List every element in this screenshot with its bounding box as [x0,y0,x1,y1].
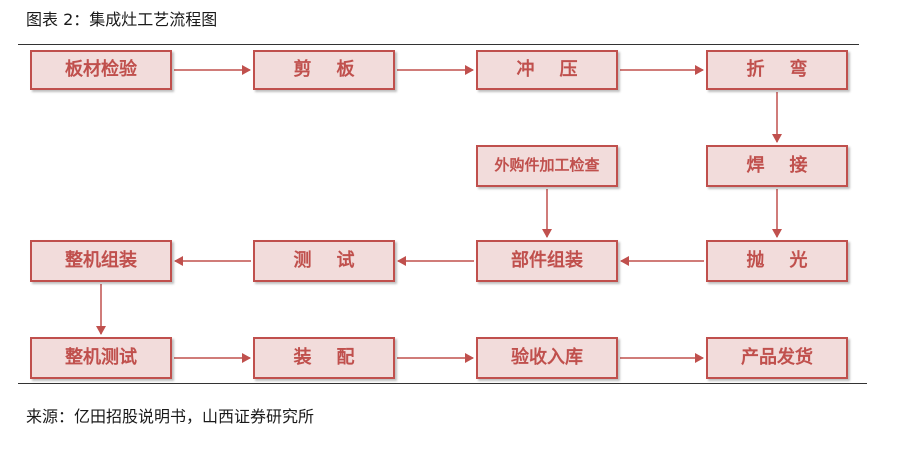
flow-node-label: 整机测试 [65,346,137,368]
flow-node-stamping: 冲 压 [476,50,618,90]
flow-node-shipping: 产品发货 [706,337,848,379]
flow-node-component-assembly: 部件组装 [476,240,618,282]
flow-node-label: 整机组装 [65,249,137,271]
flow-node-label: 板材检验 [65,58,137,80]
flow-node-label: 剪 板 [293,58,355,80]
frame-rule-top [18,44,859,45]
flow-node-label: 产品发货 [741,346,813,368]
flow-node-fitting: 装 配 [253,337,395,379]
flow-node-final-assembly: 整机组装 [30,240,172,282]
flow-node-label: 部件组装 [511,249,583,271]
frame-rule-bottom [18,383,867,384]
flow-node-acceptance-storage: 验收入库 [476,337,618,379]
flow-node-label: 冲 压 [516,58,578,80]
figure-caption: 图表 2：集成灶工艺流程图 [26,10,218,29]
flow-node-label: 抛 光 [746,249,808,271]
flow-node-label: 外购件加工检查 [494,156,600,175]
flow-node-cutting: 剪 板 [253,50,395,90]
flow-node-label: 折 弯 [746,58,808,80]
flow-node-testing: 测 试 [253,240,395,282]
flow-node-label: 焊 接 [746,154,808,176]
flow-node-board-inspection: 板材检验 [30,50,172,90]
flow-node-bending: 折 弯 [706,50,848,90]
flow-node-label: 测 试 [293,249,355,271]
flow-node-welding: 焊 接 [706,145,848,187]
flow-node-polishing: 抛 光 [706,240,848,282]
flow-node-label: 验收入库 [511,346,583,368]
flow-node-label: 装 配 [293,346,355,368]
flow-node-final-testing: 整机测试 [30,337,172,379]
flow-node-purchased-parts-check: 外购件加工检查 [476,145,618,187]
figure-source: 来源：亿田招股说明书，山西证券研究所 [26,407,315,426]
